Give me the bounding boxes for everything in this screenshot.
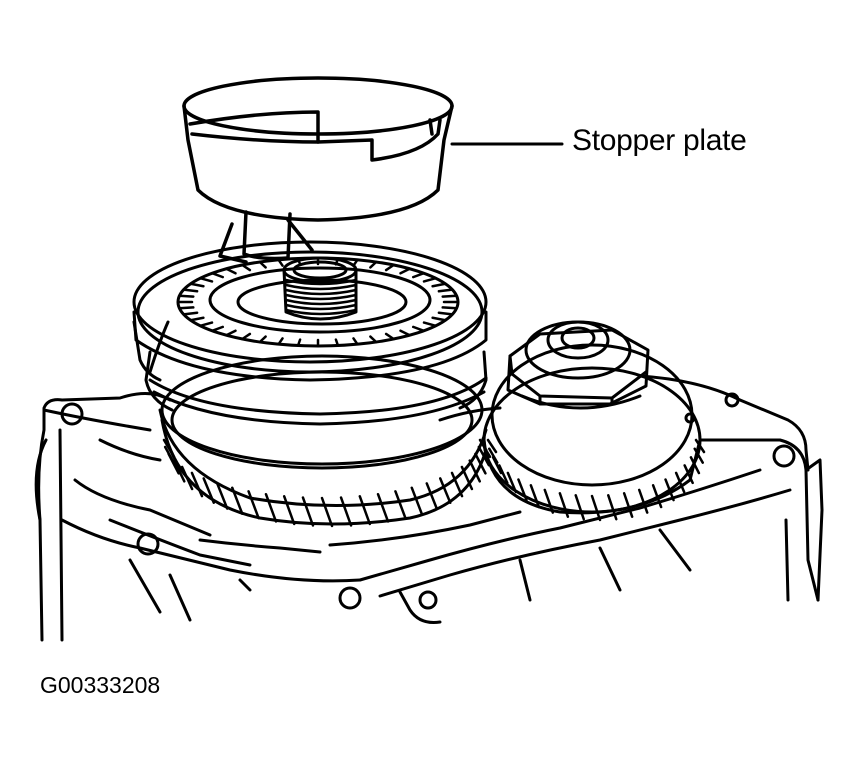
stopper-plate-label: Stopper plate	[572, 124, 747, 157]
stopper-plate	[182, 76, 454, 264]
transmission-case	[34, 374, 824, 642]
figure-code: G00333208	[40, 672, 161, 698]
main-gear-stack	[132, 240, 492, 528]
counter-gear	[482, 320, 706, 522]
